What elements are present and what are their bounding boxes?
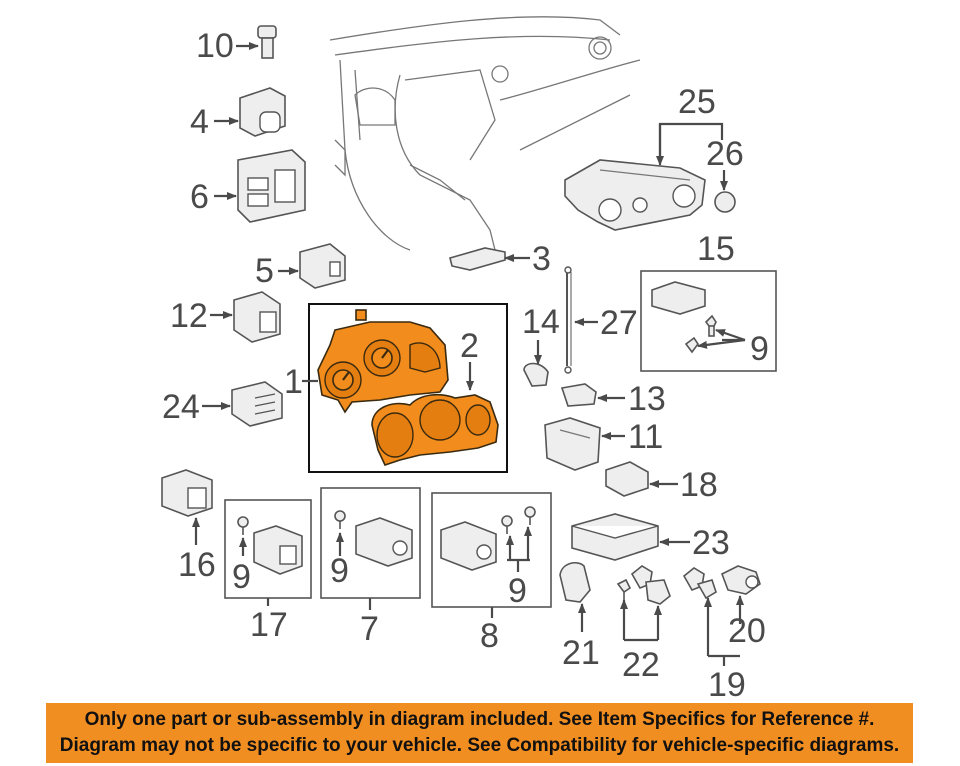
callout-3: 3 (532, 240, 551, 278)
part-27-rod (564, 266, 572, 374)
callout-13: 13 (628, 380, 666, 418)
disclaimer-banner: Only one part or sub-assembly in diagram… (46, 703, 913, 763)
callout-7-9: 9 (330, 552, 349, 590)
callout-21: 21 (562, 634, 600, 672)
part-18-connector (605, 461, 649, 497)
callout-4: 4 (190, 103, 209, 141)
part-20-bulb-socket (720, 565, 761, 595)
part-22-socket (616, 565, 671, 605)
part-11-connector (544, 417, 601, 471)
part-13-bulb (560, 383, 597, 407)
callout-15-9: 9 (750, 330, 769, 368)
part-1-cluster-housing (317, 309, 449, 414)
highlight-box (308, 303, 508, 473)
callout-16: 16 (178, 546, 216, 584)
part-16-switch (161, 469, 213, 517)
part-24-switch (231, 381, 283, 427)
callout-2: 2 (460, 327, 479, 365)
callout-8: 8 (480, 617, 499, 655)
callout-18: 18 (680, 466, 718, 504)
callout-25: 25 (678, 83, 716, 121)
part-4-switch (239, 87, 286, 137)
callout-11: 11 (628, 418, 663, 456)
callout-10: 10 (196, 27, 234, 65)
part-10-clip (257, 25, 277, 59)
disclaimer-line-1: Only one part or sub-assembly in diagram… (84, 709, 875, 730)
part-8-switch (440, 506, 536, 571)
dashboard-outline (329, 16, 641, 251)
box-15 (640, 270, 777, 372)
callout-27: 27 (600, 304, 638, 342)
callout-6: 6 (190, 178, 209, 216)
callout-26: 26 (706, 135, 744, 173)
part-3-trim (449, 247, 506, 271)
callout-14: 14 (522, 303, 560, 341)
callout-24: 24 (162, 388, 200, 426)
callout-8-9: 9 (508, 572, 527, 610)
callout-20: 20 (728, 612, 766, 650)
part-23-module (571, 513, 659, 561)
disclaimer-line-2: Diagram may not be specific to your vehi… (59, 735, 900, 756)
part-15-switch (651, 281, 717, 354)
parts-diagram: 10 4 6 5 12 24 1 2 (161, 16, 777, 700)
callout-17: 17 (250, 606, 288, 644)
part-19-bulb-socket (682, 567, 717, 600)
callout-5: 5 (255, 252, 274, 290)
callout-15: 15 (697, 230, 735, 268)
part-26-knob (714, 191, 736, 213)
part-2-cluster-lens (371, 393, 499, 466)
callout-23: 23 (692, 524, 730, 562)
callout-12: 12 (170, 297, 208, 335)
callout-1: 1 (284, 363, 303, 401)
part-14-clip (523, 362, 549, 387)
part-25-climate-control (564, 159, 706, 231)
part-5-switch (299, 243, 346, 289)
callout-22: 22 (622, 646, 660, 684)
callout-19: 19 (708, 666, 746, 700)
callout-17-9: 9 (232, 558, 251, 596)
callout-7: 7 (360, 610, 379, 648)
part-6-switch-panel (237, 149, 306, 223)
part-12-switch (233, 291, 281, 343)
part-17-switch (237, 516, 303, 575)
part-7-switch (334, 510, 413, 567)
part-21-bracket (559, 561, 591, 603)
